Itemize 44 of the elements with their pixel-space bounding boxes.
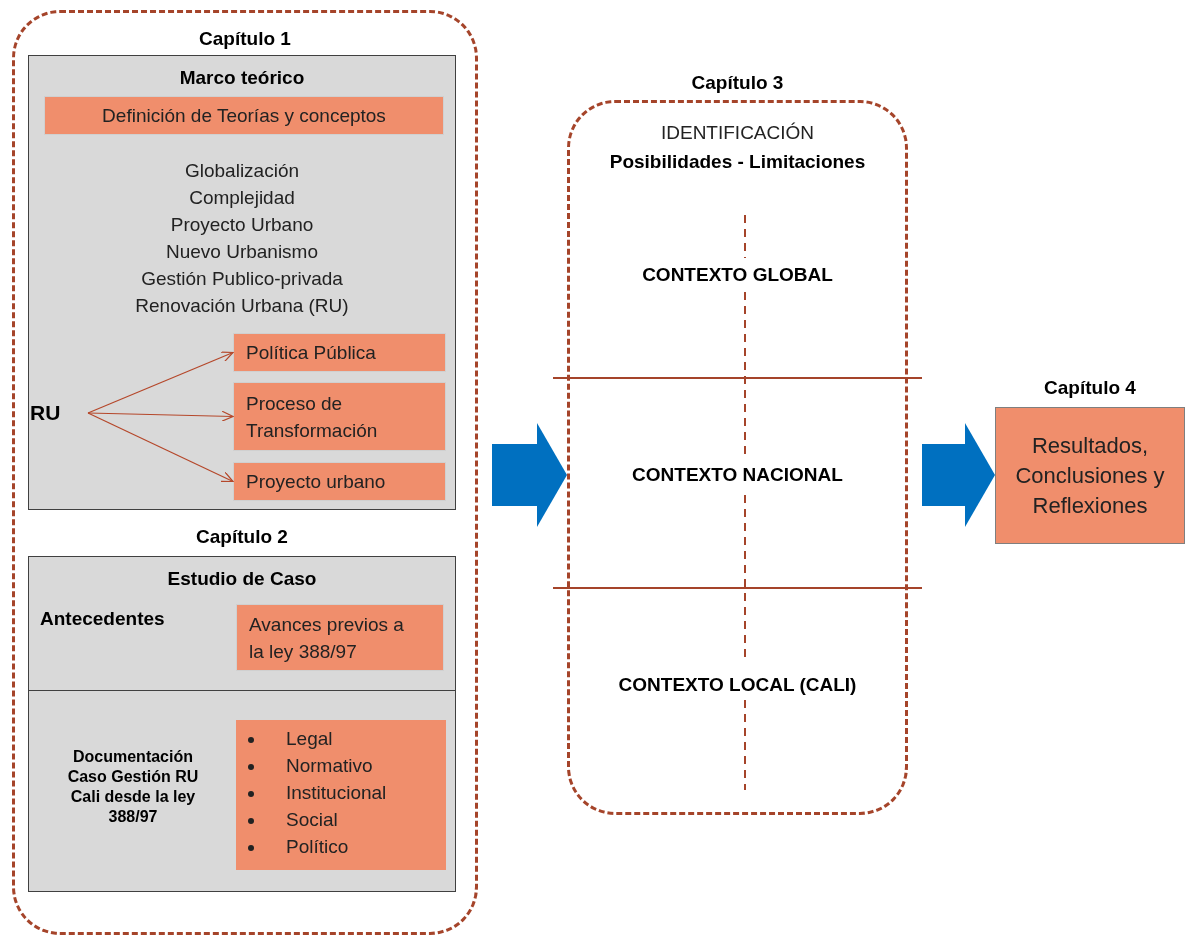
box-text: Política Pública	[246, 341, 376, 365]
ru-label: RU	[30, 400, 61, 427]
results-text: Resultados, Conclusiones y Reflexiones	[1014, 431, 1166, 520]
arrow	[87, 351, 234, 414]
concept-text: Globalización	[184, 159, 300, 183]
concept-text: Gestión Publico-privada	[141, 267, 343, 291]
list-item: Institucional	[286, 781, 387, 806]
block-arrow	[492, 423, 567, 527]
concept-box	[233, 333, 446, 372]
list-item: Normativo	[286, 754, 373, 779]
concept-text: Complejidad	[189, 186, 295, 210]
concept-box	[233, 462, 446, 501]
concept-text: Proyecto Urbano	[170, 213, 314, 237]
context-label: CONTEXTO LOCAL (CALI)	[617, 672, 858, 697]
concept-box	[44, 96, 444, 135]
panel-heading: Estudio de Caso	[167, 567, 317, 591]
arrow	[87, 412, 234, 483]
concept-box	[233, 382, 446, 451]
theory-panel	[28, 55, 456, 510]
arrow	[87, 410, 234, 422]
list-item: Legal	[286, 727, 333, 752]
box-text: Proceso de Transformación	[246, 391, 379, 443]
concept-box	[236, 604, 444, 671]
documentation-text: Documentación Caso Gestión RU Cali desde la ley 388/97	[66, 747, 200, 827]
identification-heading: IDENTIFICACIÓN	[660, 121, 815, 145]
list-item: Social	[286, 808, 338, 833]
bullet-list-box	[236, 720, 446, 870]
chapter-heading: Capítulo 2	[196, 525, 288, 549]
chapter-group	[12, 10, 478, 935]
section-heading: Antecedentes	[40, 608, 165, 629]
list-item: Político	[286, 835, 349, 860]
chapter-heading: Capítulo 1	[199, 27, 291, 51]
chapter-heading: Capítulo 3	[691, 71, 784, 95]
concept-text: Nuevo Urbanismo	[165, 240, 319, 264]
block-arrow	[922, 423, 995, 527]
context-label: CONTEXTO GLOBAL	[641, 262, 834, 287]
panel-heading: Marco teórico	[179, 66, 305, 90]
box-text: Definición de Teorías y conceptos	[102, 104, 386, 128]
concept-text: Renovación Urbana (RU)	[135, 294, 349, 318]
subheading: Posibilidades - Limitaciones	[609, 149, 866, 174]
context-label: CONTEXTO NACIONAL	[631, 462, 844, 487]
chapter-heading: Capítulo 4	[1044, 376, 1136, 400]
box-text: Avances previos a la ley 388/97	[249, 612, 405, 664]
box-text: Proyecto urbano	[246, 470, 386, 494]
